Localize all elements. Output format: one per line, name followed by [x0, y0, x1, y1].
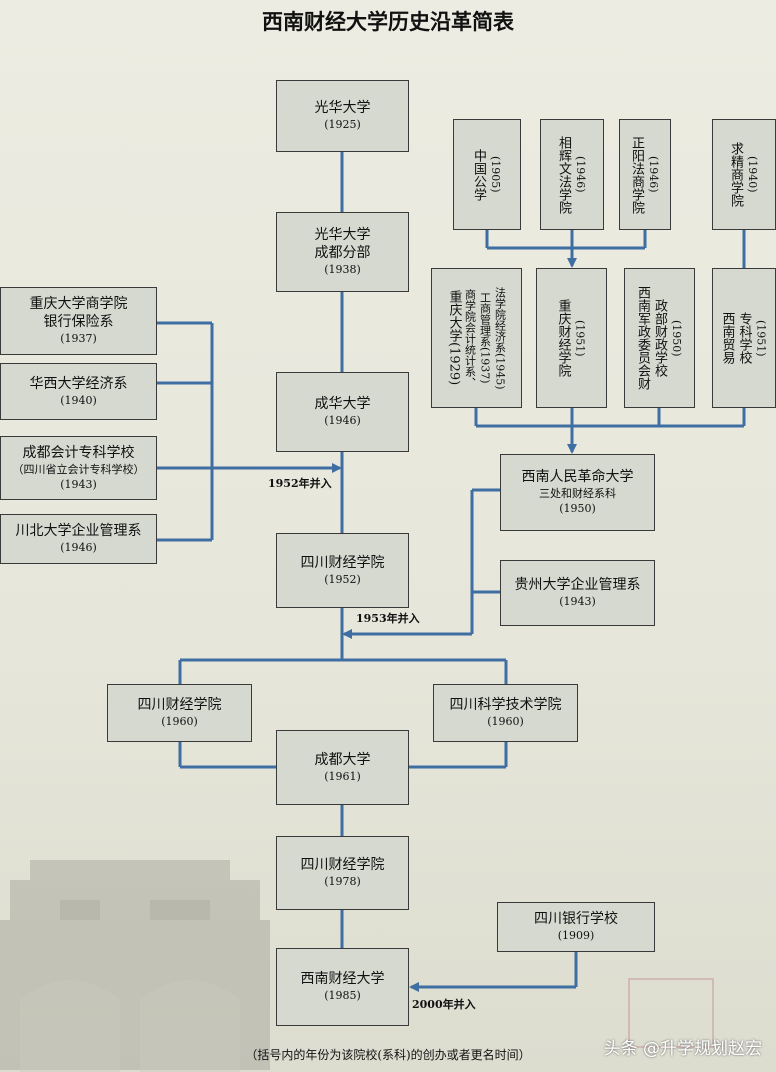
box-year: (1950)	[559, 502, 596, 515]
box-year: (1905)	[489, 156, 502, 193]
box-year: (1946)	[647, 156, 660, 193]
box-year: (1943)	[559, 595, 596, 608]
box-name: 四川财经学院	[300, 554, 385, 571]
box-name: 贵州大学企业管理系	[514, 577, 641, 593]
box-name: 相辉文法学院	[556, 135, 571, 214]
box-sichuan-finance-1978: 四川财经学院 (1978)	[276, 836, 409, 910]
box-name: 四川财经学院	[137, 697, 222, 713]
box-year: (1952)	[324, 572, 361, 586]
box-year: (1950)	[670, 319, 683, 357]
label-merge-1953: 1953年并入	[356, 612, 420, 625]
box-name-line2: 银行保险系	[43, 314, 114, 330]
box-sichuan-finance-1960: 四川财经学院 (1960)	[107, 684, 252, 742]
box-year: (1960)	[161, 715, 198, 728]
box-name: 西南财经大学	[300, 971, 385, 987]
box-xinan-military-finance: 西南军政委员会财 政部财政学校 (1950)	[624, 268, 695, 408]
box-year: (1951)	[754, 319, 768, 357]
box-zhengyang: 正阳法商学院 (1946)	[619, 119, 671, 230]
box-name: 成华大学	[314, 396, 371, 412]
box-year: (1946)	[324, 414, 361, 427]
box-dept-1: 商学院会计统计系、	[463, 288, 477, 388]
box-guanghua: 光华大学 (1925)	[276, 80, 409, 152]
box-chenghua: 成华大学 (1946)	[276, 372, 409, 452]
box-name: 中国公学	[471, 148, 486, 201]
box-year: (1909)	[557, 929, 595, 942]
box-name-line2: 成都分部	[314, 245, 371, 261]
box-zhongguo-gongxue: 中国公学 (1905)	[453, 119, 521, 230]
box-year: (1985)	[324, 989, 361, 1002]
box-year: (1961)	[324, 769, 361, 783]
box-name: 成都会计专科学校	[22, 444, 135, 461]
box-year: (1943)	[60, 477, 97, 491]
box-sichuan-science-tech: 四川科学技术学院 (1960)	[433, 684, 578, 742]
box-chongqing-university: 重庆大学(1929) 商学院会计统计系、 工商管理系(1937) 法学院经济系(…	[431, 268, 522, 408]
box-xianghui: 相辉文法学院 (1946)	[540, 119, 604, 230]
box-swufe: 西南财经大学 (1985)	[276, 948, 409, 1026]
box-guizhou-management: 贵州大学企业管理系 (1943)	[500, 560, 655, 626]
box-name: 求精商学院	[728, 142, 743, 207]
box-year: (1940)	[60, 393, 97, 407]
box-name: 重庆财经学院	[555, 299, 571, 377]
box-subname: 三处和财经系科	[539, 487, 616, 500]
box-name: 重庆大学(1929)	[446, 290, 462, 386]
box-name: 川北大学企业管理系	[15, 523, 142, 539]
label-merge-2000: 2000年并入	[412, 998, 476, 1011]
box-chongqing-finance: 重庆财经学院 (1951)	[536, 268, 607, 408]
box-name: 光华大学	[314, 227, 371, 243]
box-chongqing-commerce: 重庆大学商学院 银行保险系 (1937)	[0, 287, 157, 355]
box-chengdu-university: 成都大学 (1961)	[276, 730, 409, 805]
box-name: 正阳法商学院	[629, 135, 644, 214]
box-sichuan-bank-school: 四川银行学校 (1909)	[497, 902, 655, 952]
box-dept-3: 法学院经济系(1945)	[493, 286, 507, 390]
box-xinan-revolution-university: 西南人民革命大学 三处和财经系科 (1950)	[500, 454, 655, 531]
box-year: (1938)	[324, 263, 361, 276]
watermark: 头条 @升学规划赵宏	[603, 1039, 762, 1059]
box-year: (1951)	[573, 319, 587, 357]
box-chengdu-accounting: 成都会计专科学校 （四川省立会计专科学校） (1943)	[0, 436, 157, 500]
box-name-line2: 政部财政学校	[652, 299, 667, 377]
box-name: 重庆大学商学院	[29, 296, 128, 312]
label-merge-1952: 1952年并入	[268, 477, 332, 490]
box-xinan-trade: 西南贸易 专科学校 (1951)	[712, 268, 776, 408]
box-year: (1946)	[60, 541, 97, 554]
footnote: （括号内的年份为该院校(系科)的创办或者更名时间）	[245, 1048, 531, 1062]
box-name: 四川财经学院	[300, 857, 385, 873]
box-chuanbei-management: 川北大学企业管理系 (1946)	[0, 514, 157, 564]
box-name: 四川银行学校	[534, 911, 618, 927]
box-sichuan-finance-1952: 四川财经学院 (1952)	[276, 533, 409, 608]
box-huaxi-economics: 华西大学经济系 (1940)	[0, 363, 157, 420]
box-qiujing: 求精商学院 (1940)	[712, 119, 776, 230]
box-name: 西南军政委员会财	[635, 286, 650, 390]
box-name: 四川科学技术学院	[449, 697, 562, 713]
box-subname: （四川省立会计专科学校）	[12, 462, 145, 476]
box-name: 成都大学	[314, 751, 371, 768]
box-year: (1960)	[487, 715, 524, 728]
chart-title: 西南财经大学历史沿革简表	[262, 9, 514, 34]
box-name-line2: 专科学校	[736, 312, 752, 364]
box-name: 光华大学	[314, 100, 371, 116]
box-year: (1978)	[324, 875, 361, 888]
box-name: 西南人民革命大学	[521, 469, 634, 485]
box-name: 西南贸易	[719, 312, 735, 364]
box-year: (1937)	[60, 332, 97, 345]
box-guanghua-chengdu: 光华大学 成都分部 (1938)	[276, 212, 409, 292]
seal-stamp	[628, 978, 714, 1048]
box-dept-2: 工商管理系(1937)	[478, 292, 492, 384]
box-year: (1925)	[324, 118, 361, 131]
box-year: (1940)	[746, 156, 759, 193]
box-name: 华西大学经济系	[29, 375, 128, 392]
box-year: (1946)	[574, 156, 587, 193]
